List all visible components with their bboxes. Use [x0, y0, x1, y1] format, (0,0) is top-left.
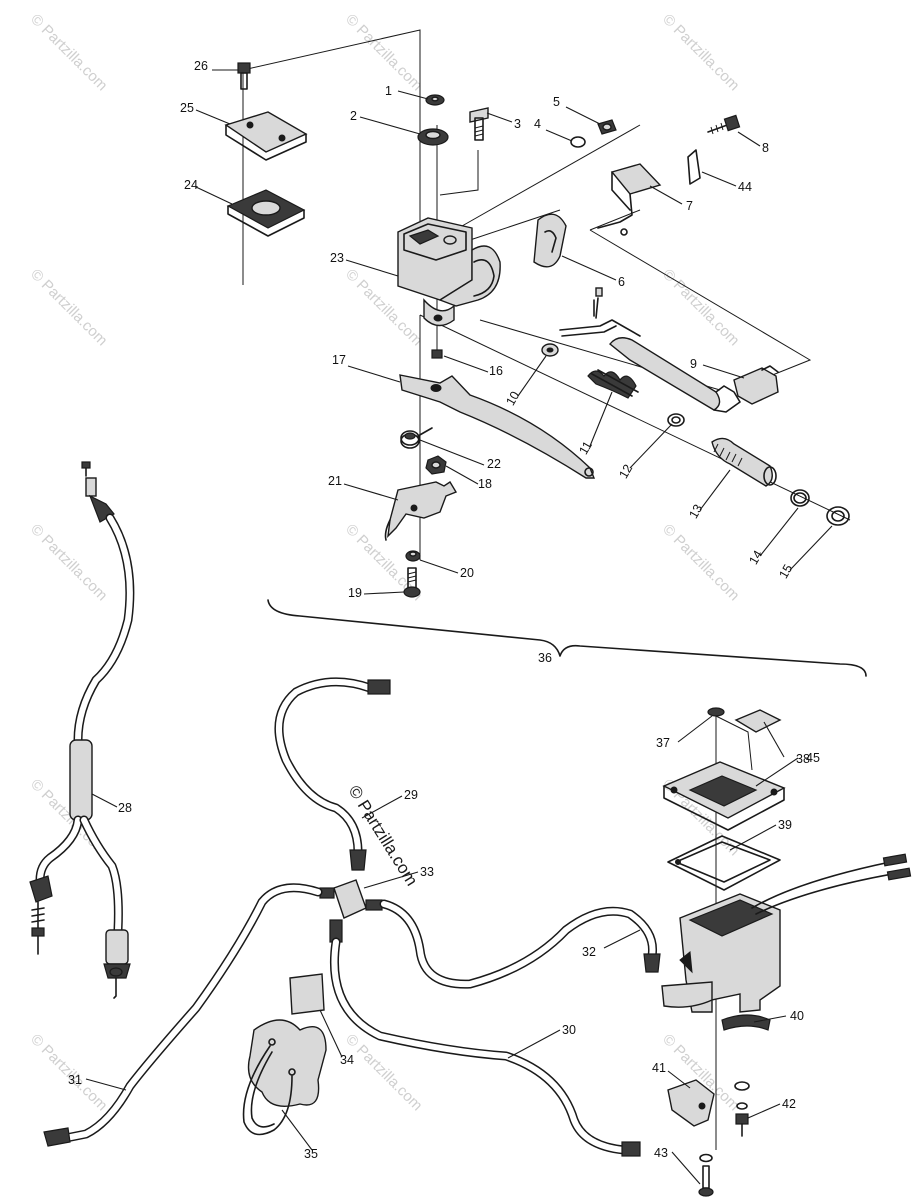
callout-2: 2: [350, 109, 357, 123]
part-38-cover: [662, 761, 786, 831]
callout-labels: 1 2 3 4 5 6 7 8 9 10 11 12 13 14 15 16 1…: [68, 59, 820, 1161]
callout-24: 24: [184, 178, 198, 192]
callout-36: 36: [538, 651, 552, 665]
callout-35: 35: [304, 1147, 318, 1161]
callout-25: 25: [180, 101, 194, 115]
callout-38: 38: [796, 752, 810, 766]
callout-23: 23: [330, 251, 344, 265]
callout-31: 31: [68, 1073, 82, 1087]
part-12-washer: [667, 413, 685, 427]
part-30-hose: [329, 937, 629, 1155]
brake-hoses: [43, 677, 661, 1157]
callout-3: 3: [514, 117, 521, 131]
part-5-nut: [597, 119, 617, 135]
watermark: © Partzilla.com: [27, 266, 110, 349]
watermark: © Partzilla.com: [659, 521, 742, 604]
part-26-screw: [237, 62, 251, 90]
watermark: © Partzilla.com: [342, 11, 425, 94]
part-43-screw: [698, 1153, 714, 1197]
callout-34: 34: [340, 1053, 354, 1067]
part-14-ring: [790, 489, 810, 507]
callout-32: 32: [582, 945, 596, 959]
callout-1: 1: [385, 84, 392, 98]
callout-13: 13: [686, 502, 705, 521]
callout-15: 15: [776, 562, 795, 581]
part-45-decal: [734, 709, 782, 733]
callout-5: 5: [553, 95, 560, 109]
assembly-36-brace: [267, 599, 867, 677]
part-44-decal: [687, 149, 701, 185]
callout-16: 16: [489, 364, 503, 378]
callout-22: 22: [487, 457, 501, 471]
callout-28: 28: [118, 801, 132, 815]
part-15-washer: [826, 506, 850, 526]
part-42-bolt: [734, 1081, 750, 1137]
part-11-spring: [587, 369, 639, 399]
callout-12: 12: [616, 462, 635, 481]
callout-43: 43: [654, 1146, 668, 1160]
callout-11: 11: [576, 439, 595, 457]
callout-19: 19: [348, 586, 362, 600]
callout-8: 8: [762, 141, 769, 155]
callout-7: 7: [686, 199, 693, 213]
callout-39: 39: [778, 818, 792, 832]
callout-21: 21: [328, 474, 342, 488]
part-25-cover: [224, 111, 308, 161]
callout-26: 26: [194, 59, 208, 73]
part-13-grip: [711, 437, 777, 487]
right-master-cylinder-body: [661, 853, 912, 1013]
part-18-nut: [425, 455, 447, 475]
part-9-throttle-switch: [559, 287, 779, 413]
callout-6: 6: [618, 275, 625, 289]
callout-4: 4: [534, 117, 541, 131]
callout-10: 10: [503, 389, 522, 408]
callout-37: 37: [656, 736, 670, 750]
callout-45: 45: [806, 751, 820, 765]
part-20-nut: [405, 550, 421, 562]
part-6-clamp: [533, 213, 567, 268]
leader-lines: [85, 69, 833, 1185]
part-37-screw: [707, 707, 725, 717]
part-16-bushing: [431, 349, 443, 359]
callout-18: 18: [478, 477, 492, 491]
part-23-master-cylinder: [397, 217, 501, 327]
part-10-washer: [541, 343, 559, 357]
part-28-throttle-cable: [29, 461, 135, 999]
part-22-spring: [400, 427, 433, 449]
right-master-cylinder-assembly: [661, 707, 912, 1197]
part-2-seal: [417, 128, 449, 146]
part-33-tee: [333, 879, 367, 919]
part-24-diaphragm: [226, 189, 306, 237]
callout-29: 29: [404, 788, 418, 802]
watermark: © Partzilla.com: [659, 11, 742, 94]
part-17-lever: [399, 374, 596, 479]
callout-44: 44: [738, 180, 752, 194]
part-40-seal: [721, 1014, 771, 1031]
part-34-tag: [247, 973, 327, 1107]
watermark: © Partzilla.com: [27, 521, 110, 604]
callout-40: 40: [790, 1009, 804, 1023]
callout-33: 33: [420, 865, 434, 879]
part-4-washer: [570, 136, 586, 148]
part-1-washer: [425, 94, 445, 106]
part-7-bracket: [597, 163, 662, 236]
callout-17: 17: [332, 353, 346, 367]
part-3-bolt: [469, 107, 489, 141]
part-21-bracket: [384, 481, 458, 541]
callout-41: 41: [652, 1061, 666, 1075]
upper-assembly: [224, 29, 851, 598]
part-19-bolt: [403, 567, 421, 598]
part-8-screw: [707, 114, 741, 135]
watermark: © Partzilla.com: [27, 11, 110, 94]
callout-14: 14: [746, 548, 765, 567]
part-39-gasket: [667, 835, 781, 891]
callout-42: 42: [782, 1097, 796, 1111]
part-41-clamp: [667, 1079, 715, 1127]
part-35-strap: [242, 1045, 293, 1136]
callout-9: 9: [690, 357, 697, 371]
callout-20: 20: [460, 566, 474, 580]
callout-30: 30: [562, 1023, 576, 1037]
